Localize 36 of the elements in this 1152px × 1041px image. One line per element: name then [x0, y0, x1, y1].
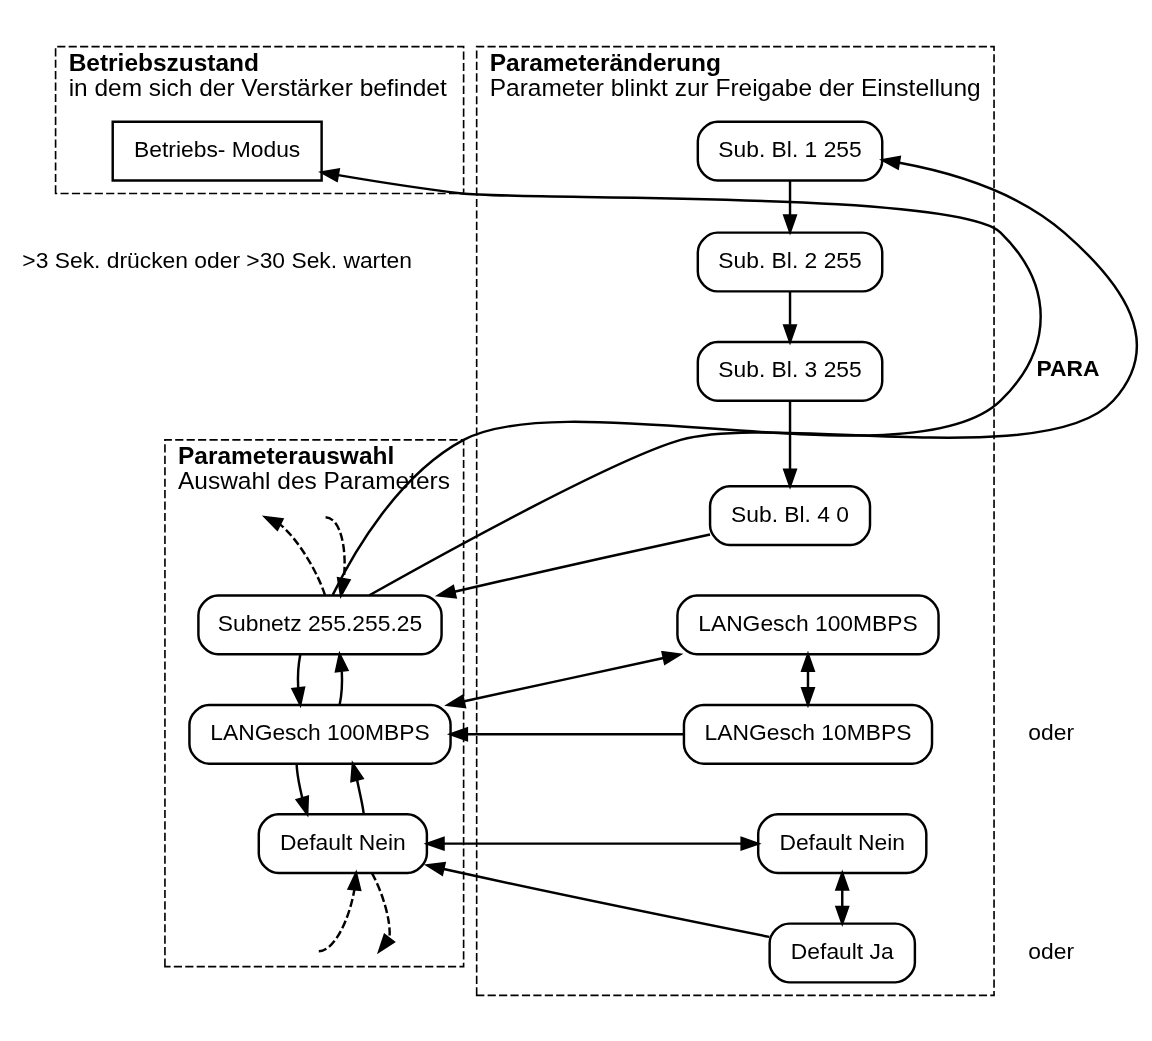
node-box: Subnetz 255.255.25	[197, 593, 443, 656]
arrow	[782, 400, 798, 490]
arrow	[434, 532, 711, 599]
arrow	[370, 872, 396, 954]
arrow	[368, 155, 1138, 596]
arrow	[444, 650, 684, 708]
node-box: Sub. Bl. 3 255	[696, 340, 884, 402]
label: >3 Sek. drücken oder >30 Sek. warten	[22, 246, 412, 273]
edge-label: PARA	[1036, 354, 1100, 381]
arrow	[834, 868, 850, 927]
arrow	[325, 515, 352, 599]
node-box: Sub. Bl. 1 255	[696, 119, 884, 182]
node-box: Sub. Bl. 2 255	[696, 230, 884, 293]
arrow	[423, 861, 770, 938]
arrow	[261, 515, 327, 596]
arrow	[294, 763, 310, 817]
node-box: LANGesch 100MBPS	[676, 593, 940, 656]
node-box: LANGesch 10MBPS	[682, 703, 934, 765]
node-box: Default Ja	[768, 921, 917, 984]
arrow	[318, 868, 362, 953]
arrow	[446, 726, 684, 742]
arrow	[334, 650, 350, 705]
label: oder	[1028, 718, 1075, 745]
arrow	[782, 291, 798, 345]
node-box: Default Nein	[257, 812, 429, 874]
arrow	[423, 835, 762, 851]
node-box: LANGesch 100MBPS	[188, 703, 452, 765]
arrow	[318, 167, 1042, 595]
node-box: Sub. Bl. 4 0	[708, 484, 872, 546]
arrow	[290, 653, 306, 708]
arrow	[782, 180, 798, 236]
label: oder	[1028, 937, 1075, 964]
arrow	[800, 650, 816, 708]
arrow	[350, 759, 365, 814]
node-box: Default Nein	[757, 812, 928, 874]
node-box: Betriebs- Modus	[111, 119, 323, 182]
